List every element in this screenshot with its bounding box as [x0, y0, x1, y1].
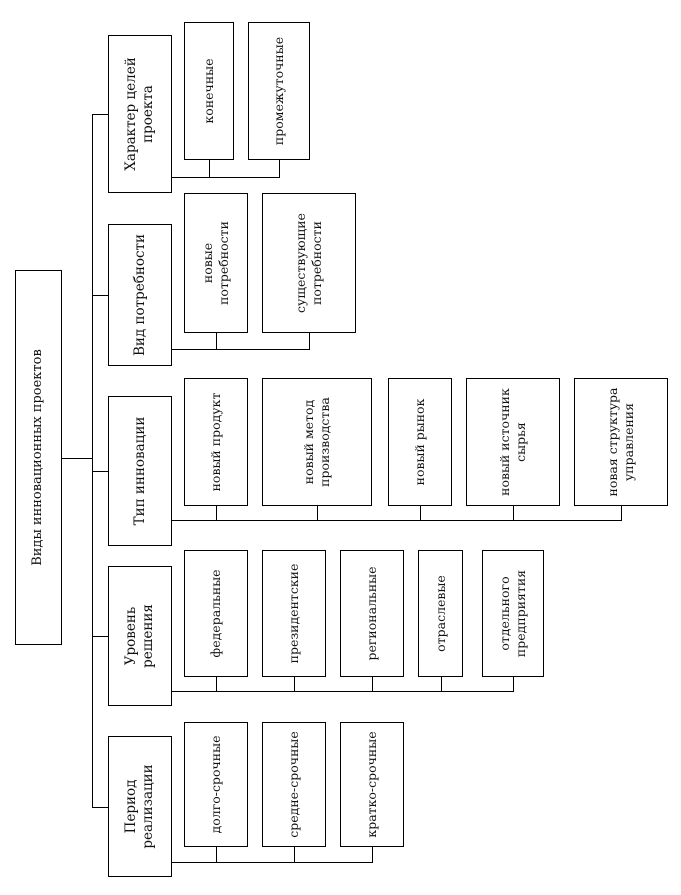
root-connector — [61, 457, 92, 459]
leaf-label: отдельного предприятия — [497, 569, 528, 658]
leaf-label: новый источник сырья — [497, 388, 528, 496]
leaf-connector — [621, 505, 622, 520]
category-box: Вид потребности — [108, 224, 172, 366]
leaf-connector — [294, 676, 295, 691]
leaf-connector — [216, 676, 217, 691]
category-label: Тип инновации — [131, 416, 148, 526]
leaf-label: федеральные — [208, 569, 224, 658]
leaf-connector — [372, 846, 373, 862]
category-box: Уровень решения — [108, 566, 172, 706]
leaf-box: промежуточные — [248, 22, 310, 160]
root-label: Виды инновационных проектов — [30, 349, 46, 566]
leaf-box: существующие потребности — [262, 193, 356, 333]
leaf-label: новый метод производства — [301, 397, 332, 487]
category-connector — [92, 806, 108, 808]
leaf-label: средне-срочные — [286, 731, 302, 838]
leaf-connector — [440, 676, 442, 691]
leaf-label: новые потребности — [200, 221, 231, 305]
leaf-box: президентские — [262, 550, 326, 677]
leaf-connector — [309, 332, 310, 349]
leaf-box: новая структура управления — [574, 378, 668, 506]
leaf-box: новый источник сырья — [466, 378, 560, 506]
category-label: Уровень решения — [123, 604, 156, 668]
spine-line — [92, 114, 93, 808]
leaf-label: новый продукт — [208, 392, 224, 492]
category-box: Период реализации — [108, 736, 172, 877]
leaf-box: отдельного предприятия — [482, 550, 544, 677]
leaf-box: долго-срочные — [184, 722, 248, 847]
leaf-connector — [216, 332, 217, 349]
leaf-box: новый рынок — [388, 378, 452, 506]
leaf-box: федеральные — [184, 550, 248, 677]
leaf-label: отраслевые — [432, 575, 448, 652]
category-connector — [92, 114, 108, 115]
leaf-label: президентские — [286, 563, 302, 664]
category-box: Тип инновации — [108, 396, 172, 546]
leaf-connector — [209, 159, 210, 177]
leaf-connector — [317, 505, 318, 520]
leaf-label: существующие потребности — [293, 213, 324, 313]
branch-bar — [171, 349, 310, 350]
category-connector — [92, 471, 108, 472]
category-connector — [92, 636, 108, 637]
leaf-connector — [216, 846, 217, 862]
branch-bar — [171, 177, 280, 178]
category-box: Характер целей проекта — [108, 35, 172, 193]
leaf-label: конечные — [201, 58, 217, 124]
branch-bar — [171, 691, 514, 692]
category-label: Вид потребности — [131, 233, 148, 357]
leaf-box: новый метод производства — [262, 378, 372, 506]
leaf-label: новая структура управления — [605, 387, 636, 497]
leaf-connector — [372, 676, 373, 691]
leaf-box: кратко-срочные — [340, 722, 404, 847]
leaf-connector — [513, 676, 514, 691]
root-node: Виды инновационных проектов — [15, 270, 62, 645]
leaf-box: новые потребности — [184, 193, 248, 333]
category-label: Характер целей проекта — [123, 57, 156, 171]
leaf-box: новый продукт — [184, 378, 248, 506]
leaf-connector — [513, 505, 514, 520]
leaf-connector — [216, 505, 217, 520]
leaf-connector — [420, 505, 421, 520]
leaf-connector — [294, 846, 295, 862]
leaf-box: средне-срочные — [262, 722, 326, 847]
leaf-label: долго-срочные — [208, 735, 224, 834]
branch-bar — [171, 520, 622, 521]
branch-bar — [171, 862, 373, 863]
leaf-connector — [279, 159, 280, 177]
leaf-box: конечные — [184, 22, 234, 160]
leaf-label: промежуточные — [271, 36, 287, 146]
leaf-box: региональные — [340, 550, 404, 677]
leaf-box: отраслевые — [418, 550, 463, 677]
category-label: Период реализации — [123, 764, 156, 849]
leaf-label: региональные — [364, 566, 380, 661]
category-connector — [92, 295, 108, 296]
leaf-label: кратко-срочные — [364, 731, 380, 838]
leaf-label: новый рынок — [412, 398, 428, 486]
